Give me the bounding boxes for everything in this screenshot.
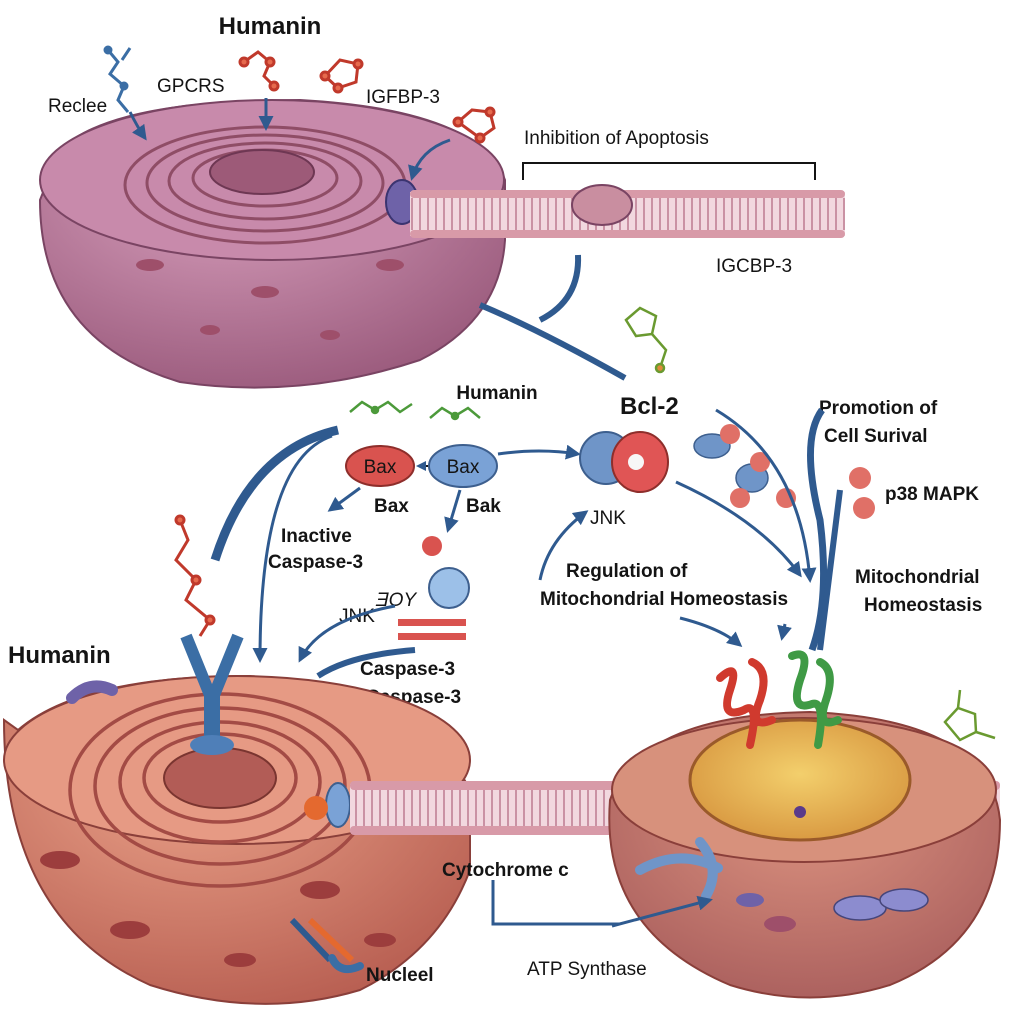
label-mito-line2: Homeostasis — [864, 595, 982, 616]
label-reclee: Reclee — [48, 96, 107, 117]
label-jnk-right: JNK — [590, 508, 626, 529]
membrane-to-bcl2-arrow — [478, 302, 627, 381]
label-humanin-center: Humanin — [456, 383, 537, 404]
label-regulation-line1: Regulation of — [566, 561, 688, 582]
membrane-down-arrow — [538, 254, 582, 323]
bcl2-molecule-icon — [624, 306, 668, 374]
bax-node-text: Bax — [364, 457, 397, 478]
caspase-return-arrow — [316, 647, 416, 679]
label-bak: Bak — [466, 496, 501, 517]
label-caspase3-a: Caspase-3 — [360, 659, 455, 680]
title-humanin-top: Humanin — [219, 13, 322, 40]
helix-green-icon — [788, 650, 842, 749]
gpcr-ligand-icon — [238, 50, 280, 92]
atp-synthase-protein — [635, 837, 723, 901]
big-arrow-p38 — [817, 489, 843, 651]
nucleus-top — [209, 149, 315, 195]
label-atp-synthase: ATP Synthase — [527, 959, 647, 980]
humanin-molecule-center-icon — [349, 400, 481, 421]
label-igfbp3: IGFBP-3 — [366, 87, 440, 108]
left-cell — [2, 674, 471, 1005]
label-cytochrome-c: Cytochrome c — [442, 860, 569, 881]
helix-red-icon — [716, 658, 776, 749]
bak-monomer-icon — [428, 567, 470, 609]
label-promotion-line2: Cell Surival — [824, 426, 928, 447]
top-cell — [38, 98, 506, 389]
label-igcbp3: IGCBP-3 — [716, 256, 792, 277]
label-bax: Bax — [374, 496, 409, 517]
right-cell — [608, 710, 1002, 999]
label-inactive: Inactive — [281, 526, 352, 547]
membrane-protein-left — [66, 680, 118, 704]
big-curved-arrow-left — [210, 425, 339, 562]
label-mito-line1: Mitochondrial — [855, 567, 980, 588]
label-humanin-left: Humanin — [8, 642, 111, 669]
p38-mapk-proteins — [849, 467, 875, 519]
label-bcl2: Bcl-2 — [620, 393, 679, 420]
label-gpcrs: GPCRS — [157, 76, 225, 97]
receptor-molecule-icon — [103, 45, 132, 113]
label-inhibition-of-apoptosis: Inhibition of Apoptosis — [524, 128, 709, 149]
humanin-ligand-left-icon — [174, 514, 216, 637]
bax-node-2-text: Bax — [447, 457, 480, 478]
y-receptor — [180, 633, 244, 755]
channel-protein-left — [325, 782, 351, 828]
label-nucleel: Nucleel — [366, 965, 434, 986]
survival-proteins — [693, 424, 796, 508]
membrane-top — [410, 184, 845, 238]
cytochrome-bracket — [491, 880, 620, 926]
green-molecule-right-icon — [943, 689, 996, 742]
vesicle-in-membrane — [571, 184, 633, 226]
nucleel-marker — [289, 917, 364, 974]
bax-node — [345, 445, 415, 487]
label-regulation-line2: Mitochondrial Homeostasis — [540, 589, 788, 610]
label-p38-mapk: p38 MAPK — [885, 484, 979, 505]
inhibition-bracket — [522, 162, 816, 180]
caspase-bar-2 — [398, 633, 466, 640]
big-arrow-to-mito — [806, 407, 828, 652]
bax-node-2 — [428, 444, 498, 488]
igfbp3-molecule-top-icon — [319, 58, 364, 94]
label-jnk-scribble: ƎOY — [375, 590, 417, 611]
label-promotion-line1: Promotion of — [819, 398, 938, 419]
bcl2-complex — [579, 431, 669, 493]
igfbp3-molecule-icon — [452, 106, 496, 144]
arrows-center — [252, 434, 589, 663]
arrows-top — [128, 98, 451, 181]
nucleus-left — [163, 747, 277, 809]
arrows-right — [675, 408, 817, 647]
small-protein-dot — [422, 536, 442, 556]
orange-protein-left — [304, 796, 328, 820]
caspase-bar-1 — [398, 619, 466, 626]
atp-arrow — [611, 895, 713, 928]
label-inactive-caspase: Caspase-3 — [268, 552, 363, 573]
mitochondrion-nucleus — [688, 718, 912, 842]
